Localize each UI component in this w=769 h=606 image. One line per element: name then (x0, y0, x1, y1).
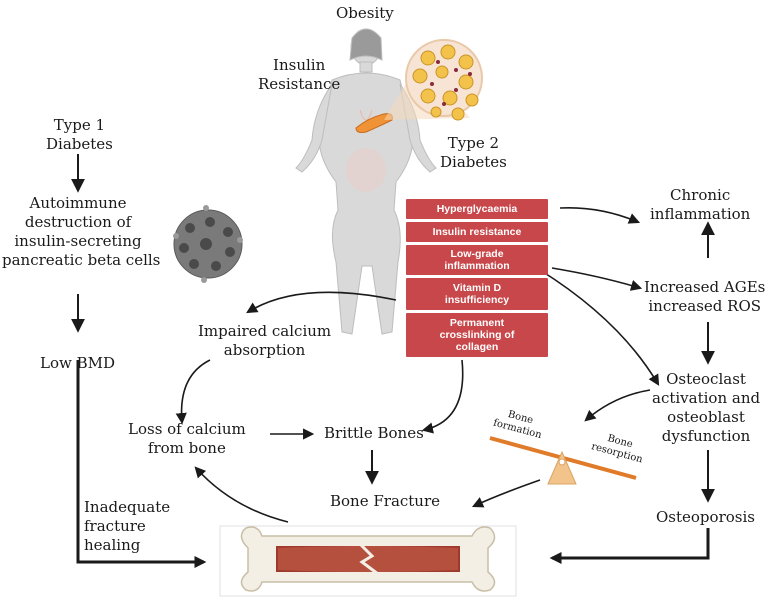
seesaw-icon (489, 436, 637, 485)
label-brittle-bones: Brittle Bones (324, 424, 424, 442)
label-ages-ros: Increased AGEs increased ROS (644, 278, 766, 315)
box-vitamin-d-insufficiency: Vitamin D insufficiency (406, 278, 548, 310)
label-inadequate-healing: Inadequate fracture healing (84, 498, 171, 554)
label-chronic-inflammation: Chronic inflammation (650, 186, 751, 223)
label-bone-fracture: Bone Fracture (330, 492, 441, 510)
beta-cell-cluster-icon (173, 205, 243, 283)
label-loss-of-calcium: Loss of calcium from bone (128, 420, 246, 457)
label-low-bmd: Low BMD (40, 354, 116, 372)
label-osteoclast: Osteoclast activation and osteoblast dys… (652, 370, 761, 445)
pancreas-icon (355, 113, 393, 133)
label-autoimmune: Autoimmune destruction of insulin-secret… (2, 194, 161, 269)
label-osteoporosis: Osteoporosis (656, 508, 755, 526)
box-insulin-resistance: Insulin resistance (406, 222, 548, 242)
label-type-2-diabetes: Type 2 Diabetes (440, 134, 507, 171)
fractured-bone-icon (219, 525, 517, 597)
box-low-grade-inflammation: Low-grade inflammation (406, 245, 548, 275)
label-type-1-diabetes: Type 1 Diabetes (46, 116, 113, 153)
box-permanent-crosslinking: Permanent crosslinking of collagen (406, 313, 548, 357)
label-insulin-resistance: Insulin Resistance (258, 56, 341, 93)
label-impaired-calcium: Impaired calcium absorption (198, 322, 332, 359)
adipose-tissue-icon (405, 39, 483, 121)
label-obesity: Obesity (336, 4, 394, 22)
box-hyperglycaemia: Hyperglycaemia (406, 199, 548, 219)
